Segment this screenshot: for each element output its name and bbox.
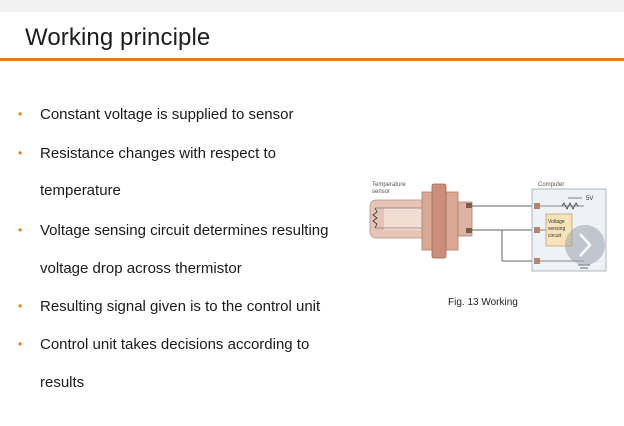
sensor-thread [431, 183, 447, 259]
sensor-probe-window [384, 208, 424, 230]
connector-pin [466, 228, 472, 233]
circuit-label: circuit [548, 233, 562, 239]
chevron-right-icon[interactable] [579, 233, 592, 257]
thermistor-icon [372, 207, 378, 229]
computer-terminal [534, 227, 540, 233]
bullet-dot-icon: • [18, 299, 23, 313]
figure-caption: Fig. 13 Working [448, 297, 518, 308]
next-slide-button[interactable] [565, 225, 605, 265]
bullet-text: Constant voltage is supplied to sensor [40, 106, 294, 123]
voltage-label: 5V [586, 196, 593, 202]
circuit-label: Voltage [548, 219, 565, 225]
bullet-text: Voltage sensing circuit determines resul… [40, 222, 329, 239]
bullet-text: voltage drop across thermistor [40, 260, 242, 277]
bullet-dot-icon: • [18, 146, 23, 160]
title-underline [0, 58, 624, 61]
sensor-label: sensor [372, 189, 390, 195]
connector-pin [466, 203, 472, 208]
top-band [0, 0, 624, 12]
bullet-dot-icon: • [18, 107, 23, 121]
computer-terminal [534, 258, 540, 264]
bullet-text: Resistance changes with respect to [40, 145, 276, 162]
slide-title: Working principle [25, 24, 211, 51]
thermistor-circuit-diagram: Temperature sensor Computer 5V Voltage s… [369, 182, 607, 272]
computer-terminal [534, 203, 540, 209]
computer-label: Computer [538, 182, 564, 188]
bullet-text: temperature [40, 182, 121, 199]
circuit-label: sensing [548, 226, 565, 232]
bullet-dot-icon: • [18, 337, 23, 351]
bullet-text: Resulting signal given is to the control… [40, 298, 321, 315]
sensor-connector [457, 201, 473, 237]
bullet-dot-icon: • [18, 223, 23, 237]
sensor-label: Temperature [372, 182, 406, 188]
bullet-text: results [40, 374, 85, 391]
bullet-text: Control unit takes decisions according t… [40, 336, 310, 353]
resistor-icon [561, 202, 579, 210]
